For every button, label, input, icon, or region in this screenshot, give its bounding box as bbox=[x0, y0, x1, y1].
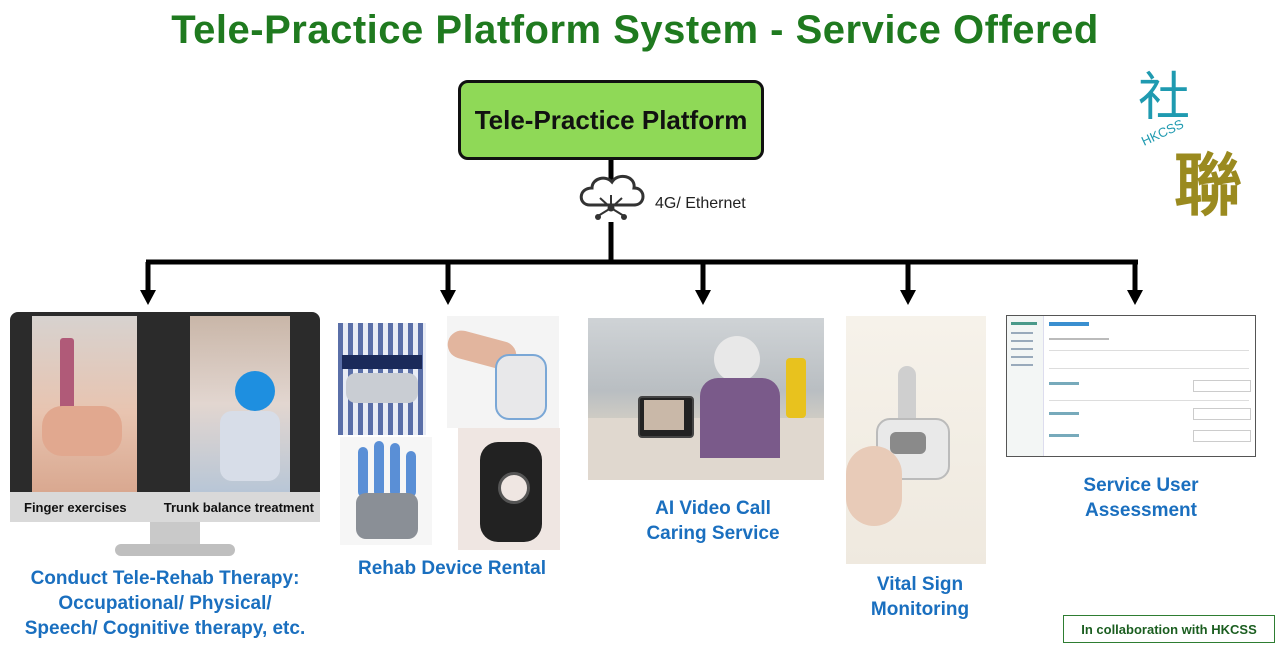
branch-arrow-assessment bbox=[1127, 262, 1143, 305]
branch-arrow-tele-rehab bbox=[140, 262, 156, 305]
caption-device-rental: Rehab Device Rental bbox=[358, 558, 546, 579]
monitor-frame: Finger exercises Trunk balance treatment bbox=[10, 312, 320, 522]
label-trunk-balance: Trunk balance treatment bbox=[163, 499, 314, 515]
caption-video-call-line-1: AI Video Call bbox=[655, 498, 771, 519]
caption-tele-rehab: Conduct Tele-Rehab Therapy: Occupational… bbox=[0, 566, 330, 641]
photo-knee-brace bbox=[458, 428, 560, 550]
photo-finger-exercise bbox=[32, 316, 137, 492]
network-label: 4G/ Ethernet bbox=[655, 195, 746, 212]
photo-wrist-splint bbox=[447, 316, 559, 428]
branch-arrow-video-call bbox=[695, 262, 711, 305]
caption-vital-sign: Vital Sign Monitoring bbox=[830, 572, 1010, 622]
platform-box: Tele-Practice Platform bbox=[458, 80, 764, 160]
caption-assessment-line-1: Service User bbox=[1083, 475, 1199, 496]
caption-tele-rehab-line-3: Speech/ Cognitive therapy, etc. bbox=[24, 618, 306, 639]
caption-vital-sign-line-1: Vital Sign bbox=[876, 574, 964, 595]
caption-assessment: Service User Assessment bbox=[1030, 473, 1252, 523]
branch-arrow-device-rental bbox=[440, 262, 456, 305]
caption-assessment-line-2: Assessment bbox=[1085, 500, 1197, 521]
caption-video-call-line-2: Caring Service bbox=[646, 523, 780, 544]
caption-video-call: AI Video Call Caring Service bbox=[588, 496, 838, 546]
caption-tele-rehab-line-1: Conduct Tele-Rehab Therapy: bbox=[30, 568, 300, 589]
cloud-network-icon bbox=[579, 174, 645, 220]
page-title: Tele-Practice Platform System - Service … bbox=[171, 8, 1099, 52]
collaboration-note: In collaboration with HKCSS bbox=[1063, 615, 1275, 643]
photo-waist-belt bbox=[338, 323, 426, 435]
monitor-base bbox=[115, 544, 235, 556]
caption-tele-rehab-line-2: Occupational/ Physical/ bbox=[58, 593, 272, 614]
hkcss-logo: 社 HKCSS 聯 bbox=[1138, 55, 1248, 226]
logo-char-1: 社 bbox=[1138, 68, 1191, 128]
label-finger-exercises: Finger exercises bbox=[24, 499, 127, 515]
photo-hand-exoskeleton bbox=[340, 437, 432, 545]
caption-vital-sign-line-2: Monitoring bbox=[870, 599, 970, 620]
photo-assessment-screen bbox=[1006, 315, 1256, 457]
collaboration-note-text: In collaboration with HKCSS bbox=[1081, 621, 1257, 637]
monitor-stand bbox=[150, 522, 200, 544]
platform-label: Tele-Practice Platform bbox=[474, 104, 748, 135]
photo-video-call bbox=[588, 318, 824, 480]
photo-vital-sign-device bbox=[846, 316, 986, 564]
photo-trunk-balance bbox=[190, 316, 290, 492]
branch-arrow-vital-sign bbox=[900, 262, 916, 305]
logo-char-2: 聯 bbox=[1174, 147, 1243, 226]
